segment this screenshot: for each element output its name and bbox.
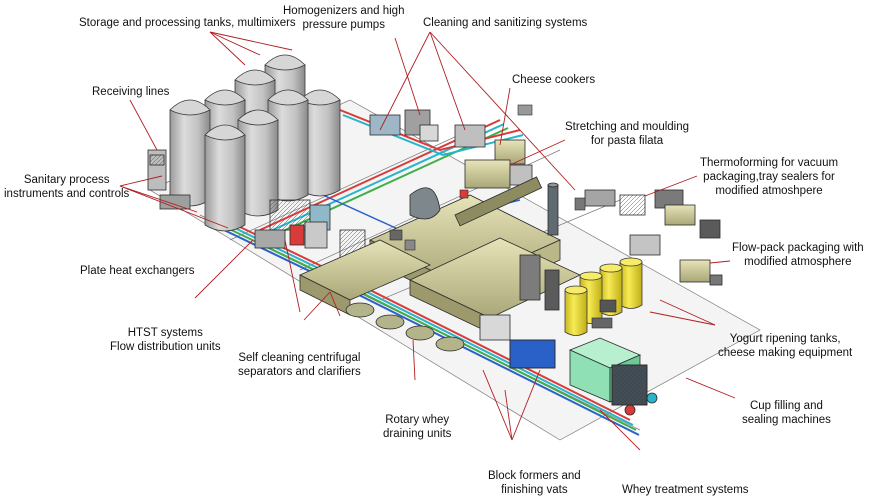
leader-line	[119, 185, 229, 229]
leader-line	[209, 31, 246, 66]
leader-line	[599, 409, 641, 451]
heat-exchangers	[254, 221, 366, 261]
leader-line	[499, 87, 511, 146]
leader-line	[209, 31, 293, 51]
leader-line	[429, 31, 576, 191]
leader-line	[709, 260, 731, 264]
leader-lines	[119, 31, 736, 451]
leader-line	[194, 239, 254, 299]
equipment-details	[389, 104, 617, 329]
storage-tank	[204, 124, 246, 232]
leader-line	[644, 175, 698, 197]
rotary-drums	[345, 302, 465, 352]
leader-line	[129, 99, 158, 151]
label-receiving: Receiving lines	[92, 86, 170, 98]
leader-line	[511, 369, 541, 441]
label-storage-tanks: Storage and processing tanks, multimixer…	[79, 17, 296, 29]
packaging-machines	[584, 189, 723, 286]
label-cleaning: Cleaning and sanitizing systems	[423, 17, 588, 29]
storage-tank	[299, 89, 341, 197]
leader-line	[119, 175, 163, 187]
leader-line	[482, 369, 513, 441]
yogurt-tanks	[564, 257, 643, 336]
leader-line	[412, 339, 416, 381]
block-formers	[479, 314, 556, 369]
leader-line	[119, 185, 198, 213]
yogurt-tank	[619, 257, 643, 309]
label-plate-heat: Plate heat exchangers	[80, 265, 195, 277]
yogurt-tank	[564, 285, 588, 336]
stretching-column	[409, 182, 559, 236]
label-yogurt: Yogurt ripening tanks,cheese making equi…	[718, 333, 853, 359]
leader-line	[649, 311, 716, 326]
whey-treatment-unit	[568, 337, 658, 416]
leader-line	[379, 31, 431, 131]
leader-line	[284, 239, 301, 313]
label-whey-treatment: Whey treatment systems	[622, 484, 749, 496]
leader-line	[429, 31, 466, 131]
leader-line	[209, 31, 261, 56]
storage-tanks	[169, 54, 341, 232]
leader-line	[504, 389, 513, 441]
storage-tank	[169, 99, 211, 207]
leader-line	[685, 377, 736, 399]
leader-line	[659, 299, 716, 326]
leader-line	[329, 291, 341, 317]
leader-line	[303, 291, 331, 321]
leader-line	[509, 139, 566, 166]
label-cheese-cookers: Cheese cookers	[512, 74, 596, 86]
